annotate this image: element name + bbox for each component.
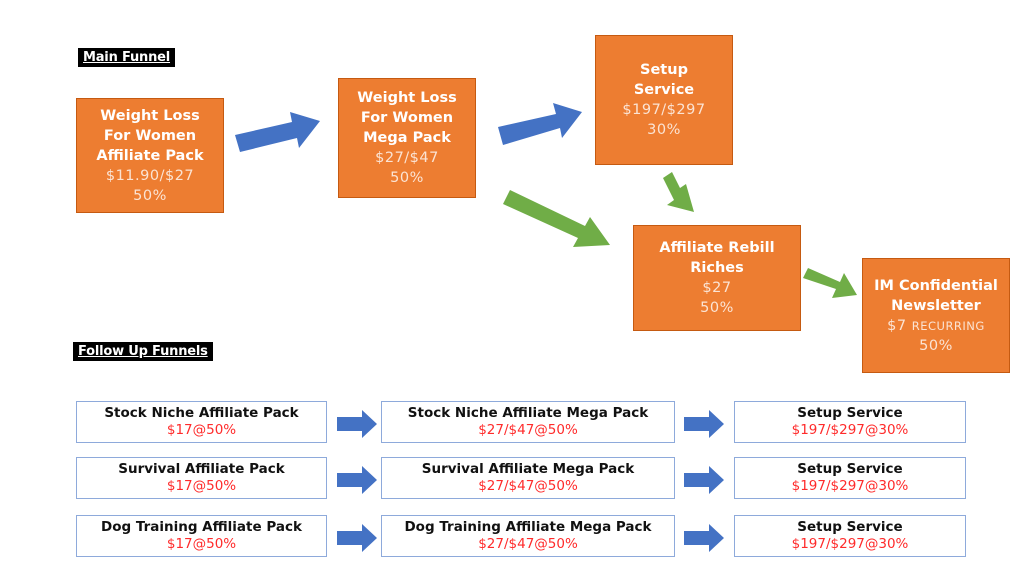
node-title: Weight Loss For Women Mega Pack [357, 90, 457, 146]
node-mega-pack: Weight Loss For Women Mega Pack $27/$47 … [338, 78, 476, 198]
node-price: $27/$47 [375, 150, 439, 166]
follow-up-offer: $27/$47@50% [478, 536, 578, 552]
arrow-mega-pack-to-rebill-riches [503, 190, 610, 247]
arrow-affiliate-pack-to-mega-pack [235, 112, 320, 152]
follow-up-offer: $27/$47@50% [478, 478, 578, 494]
node-commission: 50% [700, 300, 734, 316]
node-rebill-riches: Affiliate Rebill Riches $27 50% [633, 225, 801, 331]
follow-up-box: Survival Affiliate Mega Pack$27/$47@50% [381, 457, 675, 499]
follow-up-offer: $17@50% [166, 536, 237, 552]
follow-up-arrow [337, 524, 377, 552]
follow-up-arrow [684, 466, 724, 494]
follow-up-offer: $197/$297@30% [791, 536, 909, 552]
node-price: $7 RECURRING [887, 316, 985, 336]
arrow-setup-service-to-rebill-riches [663, 172, 694, 212]
follow-up-box: Setup Service$197/$297@30% [734, 457, 966, 499]
arrow-mega-pack-to-setup-service [498, 103, 582, 145]
node-title: Setup Service [633, 62, 695, 98]
follow-up-box: Dog Training Affiliate Pack$17@50% [76, 515, 327, 557]
follow-up-box: Setup Service$197/$297@30% [734, 515, 966, 557]
follow-up-box: Survival Affiliate Pack$17@50% [76, 457, 327, 499]
follow-up-arrow [684, 524, 724, 552]
follow-up-arrow [337, 410, 377, 438]
main-funnel-label: Main Funnel [78, 48, 176, 67]
follow-up-title: Survival Affiliate Mega Pack [421, 461, 635, 477]
follow-up-arrow [337, 466, 377, 494]
node-setup-service: Setup Service $197/$297 30% [595, 35, 733, 165]
node-affiliate-pack: Weight Loss For Women Affiliate Pack $11… [76, 98, 224, 213]
follow-up-funnels-label: Follow Up Funnels [73, 342, 213, 361]
follow-up-offer: $17@50% [166, 478, 237, 494]
follow-up-title: Stock Niche Affiliate Mega Pack [407, 405, 649, 421]
follow-up-title: Stock Niche Affiliate Pack [104, 405, 299, 421]
node-price-suffix: RECURRING [911, 318, 985, 333]
node-commission: 50% [919, 337, 953, 354]
follow-up-arrow [684, 410, 724, 438]
node-price: $27 [702, 280, 732, 296]
node-commission: 30% [647, 122, 681, 138]
follow-up-title: Dog Training Affiliate Pack [101, 519, 302, 535]
node-im-newsletter: IM Confidential Newsletter $7 RECURRING … [862, 258, 1010, 373]
node-price-value: $7 [887, 317, 907, 334]
follow-up-offer: $17@50% [166, 422, 237, 438]
arrow-rebill-riches-to-newsletter [803, 268, 857, 298]
node-title: IM Confidential Newsletter [874, 277, 998, 314]
follow-up-title: Survival Affiliate Pack [118, 461, 285, 477]
follow-up-offer: $197/$297@30% [791, 478, 909, 494]
node-commission: 50% [390, 170, 424, 186]
node-price: $197/$297 [622, 102, 706, 118]
node-price: $11.90/$27 [105, 167, 195, 184]
node-commission: 50% [133, 187, 167, 204]
follow-up-title: Dog Training Affiliate Mega Pack [404, 519, 652, 535]
follow-up-title: Setup Service [797, 519, 903, 535]
node-title: Weight Loss For Women Affiliate Pack [96, 107, 204, 164]
follow-up-box: Setup Service$197/$297@30% [734, 401, 966, 443]
follow-up-offer: $197/$297@30% [791, 422, 909, 438]
node-title: Affiliate Rebill Riches [659, 240, 775, 276]
follow-up-box: Stock Niche Affiliate Mega Pack$27/$47@5… [381, 401, 675, 443]
follow-up-box: Stock Niche Affiliate Pack$17@50% [76, 401, 327, 443]
follow-up-box: Dog Training Affiliate Mega Pack$27/$47@… [381, 515, 675, 557]
follow-up-title: Setup Service [797, 405, 903, 421]
follow-up-title: Setup Service [797, 461, 903, 477]
follow-up-offer: $27/$47@50% [478, 422, 578, 438]
